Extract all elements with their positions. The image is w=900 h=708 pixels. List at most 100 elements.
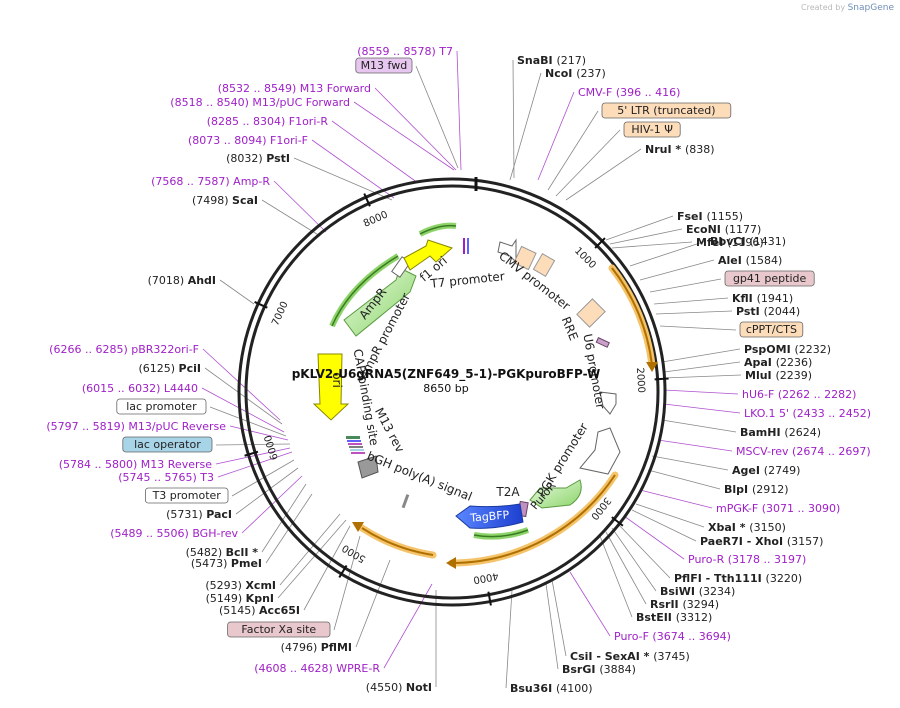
site-pos: (3234): [699, 585, 736, 598]
site-label-right-5[interactable]: NruI * (838): [645, 143, 715, 156]
site-label-left-27[interactable]: (4796) PflMI: [281, 641, 352, 654]
feature-box-right-3[interactable]: 5' LTR (truncated): [601, 102, 732, 119]
feature-box-left-18[interactable]: T3 promoter: [144, 487, 229, 504]
site-label-right-6[interactable]: FseI (1155): [677, 210, 743, 223]
primer-label-left-4[interactable]: (8285 .. 8304) F1ori-R: [207, 115, 329, 128]
leader-line: [215, 447, 291, 465]
labels-right: SnaBI (217)NcoI (237) CMV-F (396 .. 416) 5…: [510, 54, 871, 695]
site-label-left-22[interactable]: (5473) PmeI: [191, 557, 262, 570]
leader-line: [599, 535, 633, 618]
site-label-right-25[interactable]: XbaI * (3150): [708, 521, 786, 534]
primer-label-right-21[interactable]: MSCV-rev (2674 .. 2697): [736, 445, 871, 458]
site-label-left-19[interactable]: (5731) PacI: [166, 508, 232, 521]
site-label-right-35[interactable]: Bsu36I (4100): [510, 682, 593, 695]
feature-box-left-1[interactable]: M13 fwd: [355, 57, 413, 74]
site-label-right-30[interactable]: RsrII (3294): [650, 598, 719, 611]
site-label-left-8[interactable]: (7498) ScaI: [192, 194, 258, 207]
feature-cap-gray: [357, 455, 379, 479]
site-label-right-9[interactable]: BbvCI (1431): [710, 235, 786, 248]
leader-line: [355, 559, 391, 648]
primer-label-left-14[interactable]: (5797 .. 5819) M13/pUC Reverse: [46, 420, 226, 433]
leader-line: [383, 583, 433, 669]
site-name: Acc65I: [259, 604, 300, 617]
primer-label-left-5[interactable]: (8073 .. 8094) F1ori-F: [188, 134, 308, 147]
site-label-right-1[interactable]: NcoI (237): [545, 67, 606, 80]
site-label-right-31[interactable]: BstEII (3312): [636, 611, 712, 624]
feature-box-left-15[interactable]: lac operator: [122, 436, 213, 453]
feature-box-right-11[interactable]: gp41 peptide: [724, 270, 815, 287]
primer-text: (8518 .. 8540) M13/pUC Forward: [170, 96, 350, 109]
site-label-right-0[interactable]: SnaBI (217): [517, 54, 586, 67]
primer-label-left-7[interactable]: (7568 .. 7587) Amp-R: [151, 175, 270, 188]
snapgene-brand[interactable]: SnapGene: [847, 3, 894, 13]
site-label-left-25[interactable]: (5145) Acc65I: [219, 604, 300, 617]
primer-label-left-20[interactable]: (5489 .. 5506) BGH-rev: [110, 527, 238, 540]
site-label-left-24[interactable]: (5149) KpnI: [206, 592, 274, 605]
site-label-left-9[interactable]: (7018) AhdI: [148, 274, 216, 287]
site-text: AgeI (2749): [732, 464, 800, 477]
site-label-left-11[interactable]: (6125) PciI: [138, 362, 201, 375]
feature-box-right-4[interactable]: HIV-1 Ψ: [623, 121, 681, 138]
feature-box-left-26[interactable]: Factor Xa site: [227, 621, 331, 638]
bp-tick: [338, 564, 348, 578]
site-pos: (6125): [138, 362, 178, 375]
site-label-right-34[interactable]: BsrGI (3884): [562, 663, 636, 676]
primer-label-left-17[interactable]: (5745 .. 5765) T3: [118, 471, 214, 484]
site-label-right-29[interactable]: BsiWI (3234): [660, 585, 735, 598]
feature-gp41-mark: [595, 336, 610, 348]
primer-label-right-27[interactable]: Puro-R (3178 .. 3197): [688, 553, 806, 566]
primer-label-left-16[interactable]: (5784 .. 5800) M13 Reverse: [59, 458, 212, 471]
feature-label-rre: RRE: [559, 315, 581, 343]
leader-line: [661, 348, 741, 363]
site-label-right-8[interactable]: MfeI (1196): [696, 236, 764, 249]
site-label-left-6[interactable]: (8032) PstI: [226, 152, 290, 165]
primer-label-right-32[interactable]: Puro-F (3674 .. 3694): [614, 630, 731, 643]
site-label-right-23[interactable]: BlpI (2912): [724, 483, 789, 496]
primer-label-left-0[interactable]: (8559 .. 8578) T7: [357, 45, 453, 58]
leader-line: [229, 425, 289, 441]
site-label-right-13[interactable]: PstI (2044): [736, 305, 800, 318]
site-label-right-26[interactable]: PaeR7I - XhoI (3157): [700, 535, 823, 548]
primer-label-left-3[interactable]: (8518 .. 8540) M13/pUC Forward: [170, 96, 350, 109]
site-label-right-16[interactable]: ApaI (2236): [744, 356, 812, 369]
site-text: (6125) PciI: [138, 362, 201, 375]
site-label-right-12[interactable]: KflI (1941): [732, 292, 793, 305]
leader-line: [547, 110, 599, 191]
bp-tick: [363, 193, 371, 207]
site-label-right-33[interactable]: CsiI - SexAI * (3745): [570, 650, 690, 663]
feature-box-right-14[interactable]: cPPT/CTS: [739, 321, 804, 338]
leader-line: [639, 259, 715, 281]
site-text: AleI (1584): [718, 254, 782, 267]
site-label-right-17[interactable]: MluI (2239): [745, 369, 812, 382]
label-box-text: gp41 peptide: [733, 272, 807, 285]
site-label-right-28[interactable]: PflFI - Tth111I (3220): [674, 572, 802, 585]
label-box-text: lac promoter: [126, 400, 197, 413]
primer-label-left-2[interactable]: (8532 .. 8549) M13 Forward: [218, 82, 371, 95]
primer-label-right-18[interactable]: hU6-F (2262 .. 2282): [742, 388, 856, 401]
leader-line: [277, 519, 347, 599]
primer-label-right-19[interactable]: LKO.1 5' (2433 .. 2452): [744, 407, 871, 420]
site-label-left-29[interactable]: (4550) NotI: [366, 681, 432, 694]
site-label-right-20[interactable]: BamHI (2624): [740, 426, 821, 439]
site-name: KpnI: [246, 592, 274, 605]
site-name: PstI: [266, 152, 290, 165]
leader-line: [663, 374, 742, 379]
site-label-right-7[interactable]: EcoNI (1177): [686, 223, 761, 236]
primer-label-right-2[interactable]: CMV-F (396 .. 416): [578, 86, 680, 99]
primer-label-right-24[interactable]: mPGK-F (3071 .. 3090): [716, 502, 840, 515]
site-label-right-15[interactable]: PspOMI (2232): [744, 343, 831, 356]
label-leader-lines: [201, 50, 742, 689]
site-label-left-21[interactable]: (5482) BclI *: [186, 546, 259, 559]
primer-label-left-12[interactable]: (6015 .. 6032) L4440: [82, 382, 198, 395]
site-label-left-23[interactable]: (5293) XcmI: [205, 579, 276, 592]
site-label-right-22[interactable]: AgeI (2749): [732, 464, 800, 477]
plasmid-length: 8650 bp: [423, 382, 468, 395]
feature-box-left-13[interactable]: lac promoter: [116, 398, 207, 415]
label-box-text: M13 fwd: [361, 59, 408, 72]
site-label-right-10[interactable]: AleI (1584): [718, 254, 782, 267]
site-text: (5482) BclI *: [186, 546, 259, 559]
leader-line: [311, 139, 395, 199]
primer-label-left-28[interactable]: (4608 .. 4628) WPRE-R: [254, 662, 380, 675]
primer-label-left-10[interactable]: (6266 .. 6285) pBR322ori-F: [49, 343, 199, 356]
primer-text: Puro-R (3178 .. 3197): [688, 553, 806, 566]
